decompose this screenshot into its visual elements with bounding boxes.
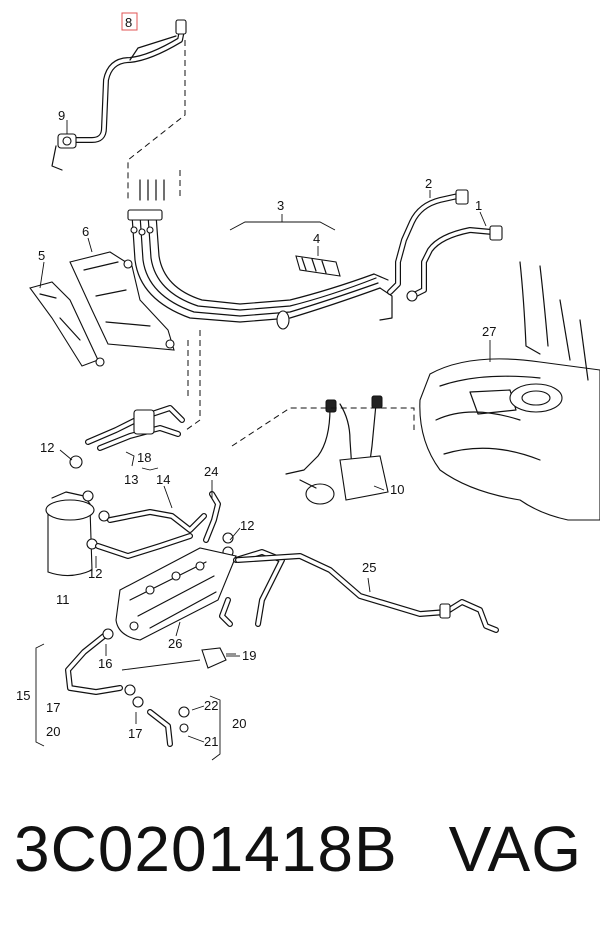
callout-1: 1 xyxy=(475,198,482,213)
cooler-26 xyxy=(115,547,285,641)
part-number: 3C0201418B xyxy=(14,813,398,885)
callout-8-highlight xyxy=(121,12,138,31)
callout-6: 6 xyxy=(82,224,89,239)
connector-9 xyxy=(51,133,77,171)
callout-11: 11 xyxy=(56,592,70,607)
callout-17b: 17 xyxy=(128,726,142,741)
callout-18: 18 xyxy=(137,450,151,465)
fuel-filter-11 xyxy=(45,490,110,577)
fuel-line-1 xyxy=(406,225,503,302)
line-bundle-3 xyxy=(127,179,393,330)
clamp-12a xyxy=(69,455,83,469)
callout-5: 5 xyxy=(38,248,45,263)
brand-label: VAG xyxy=(448,813,582,885)
callout-12c: 12 xyxy=(88,566,102,581)
callout-4: 4 xyxy=(313,231,320,246)
callout-15: 15 xyxy=(16,688,30,703)
callout-27: 27 xyxy=(482,324,496,339)
callout-9: 9 xyxy=(58,108,65,123)
callout-13: 13 xyxy=(124,472,138,487)
heat-shield-6 xyxy=(69,251,175,351)
callout-20b: 20 xyxy=(232,716,246,731)
bracket-5 xyxy=(29,281,105,367)
hose-24 xyxy=(203,491,234,558)
callout-20a: 20 xyxy=(46,724,60,739)
hose-15 xyxy=(65,628,144,708)
callout-17a: 17 xyxy=(46,700,60,715)
callout-10: 10 xyxy=(390,482,404,497)
leader-lines xyxy=(35,120,491,761)
hose-18 xyxy=(85,405,185,451)
callout-22: 22 xyxy=(204,698,218,713)
callout-12a: 12 xyxy=(40,440,54,455)
clip-19 xyxy=(201,647,236,669)
fuel-line-8 xyxy=(72,19,187,143)
callout-26: 26 xyxy=(168,636,182,651)
callout-24: 24 xyxy=(204,464,218,479)
callout-12b: 12 xyxy=(240,518,254,533)
clip-4 xyxy=(295,246,341,277)
callout-8: 8 xyxy=(125,15,132,30)
callout-25: 25 xyxy=(362,560,376,575)
callout-16: 16 xyxy=(98,656,112,671)
harness-10 xyxy=(285,395,389,505)
callout-2: 2 xyxy=(425,176,432,191)
hose-14 xyxy=(95,509,207,559)
callout-19: 19 xyxy=(242,648,256,663)
footer: 3C0201418B VAG xyxy=(0,812,600,902)
fuel-line-2 xyxy=(387,189,469,295)
callout-3: 3 xyxy=(277,198,284,213)
fuel-tank-27 xyxy=(419,261,600,521)
fuel-line-25 xyxy=(235,553,499,633)
callout-14: 14 xyxy=(156,472,170,487)
callout-21: 21 xyxy=(204,734,218,749)
connector-21 xyxy=(147,706,190,747)
